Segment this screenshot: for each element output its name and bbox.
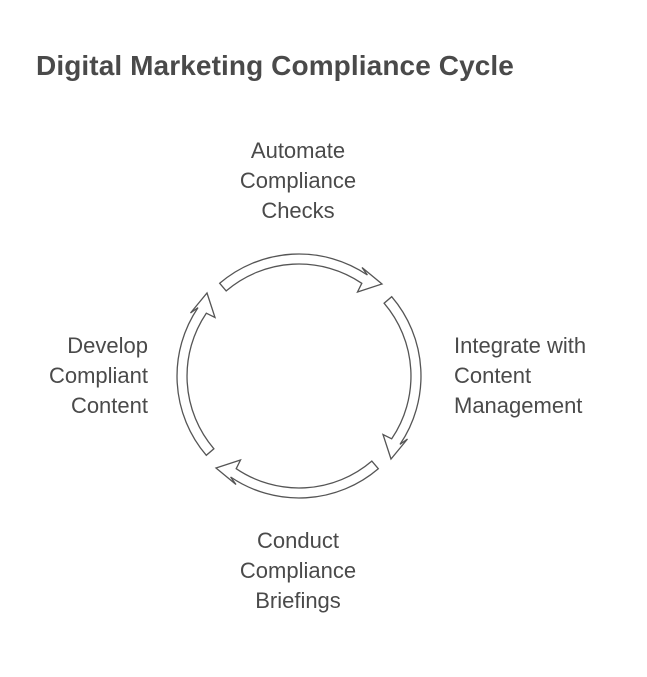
step-label-line: Management	[454, 393, 583, 418]
step-automate-compliance-checks: Automate Compliance Checks	[198, 136, 398, 226]
step-label-line: Briefings	[255, 588, 341, 613]
diagram-title: Digital Marketing Compliance Cycle	[36, 50, 514, 81]
arrow-left-curved-icon	[176, 292, 216, 456]
step-label-line: Conduct	[257, 528, 339, 553]
step-integrate-content-management: Integrate with Content Management	[454, 331, 586, 421]
step-label-line: Content	[70, 393, 148, 418]
step-develop-compliant-content: Develop Compliant Content	[49, 331, 148, 421]
arrow-top-curved-icon	[219, 253, 383, 293]
arrow-bottom-curved-icon	[215, 459, 379, 499]
step-label-line: Content	[454, 363, 532, 388]
step-label-line: Develop	[67, 333, 148, 358]
step-conduct-compliance-briefings: Conduct Compliance Briefings	[198, 526, 398, 616]
step-label-line: Compliant	[48, 363, 148, 388]
step-label-line: Automate	[250, 138, 346, 163]
step-label-line: Compliance	[239, 168, 357, 193]
arrow-right-curved-icon	[382, 296, 422, 460]
step-label-line: Checks	[261, 198, 335, 223]
step-label-line: Integrate with	[454, 333, 587, 358]
step-label-line: Compliance	[239, 558, 357, 583]
